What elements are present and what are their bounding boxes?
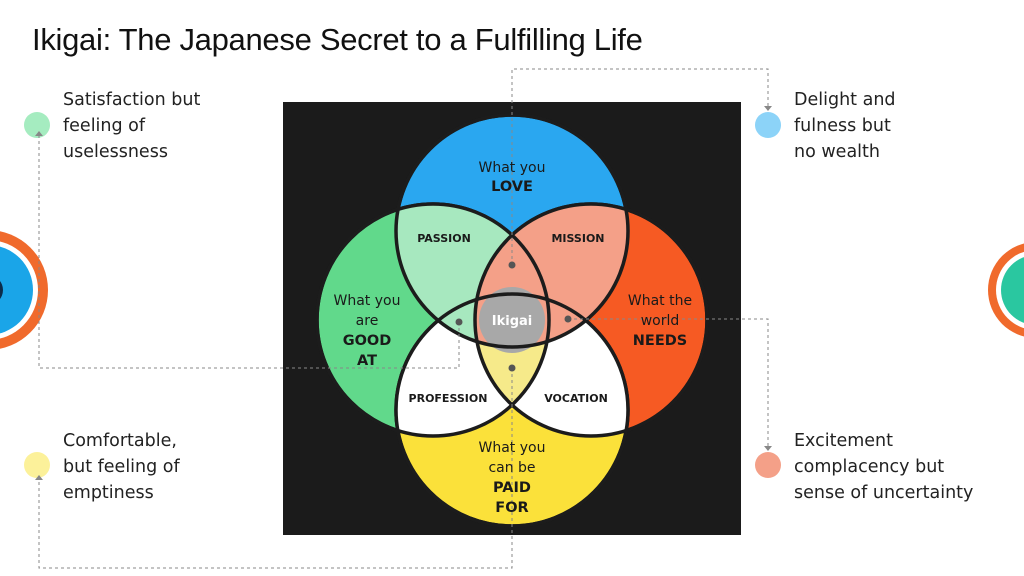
note-dot-bottom-right: [755, 452, 781, 478]
connector-top-left: [38, 136, 460, 369]
good-at-circle: [315, 202, 551, 438]
good-at-label-line3: GOOD: [343, 333, 392, 349]
marker-needs: [564, 315, 572, 323]
note-delight: Delight and fulness but no wealth: [794, 90, 896, 162]
paid-for-label-line3: PAID: [493, 480, 531, 496]
arrow-top-right: [764, 106, 772, 111]
note-satisfaction: Satisfaction but feeling of uselessness: [63, 90, 201, 162]
profession-label: PROFESSION: [409, 392, 488, 405]
marker-love: [508, 261, 516, 269]
good-at-label-line4: AT: [357, 353, 377, 369]
left-seal-badge: [0, 231, 48, 349]
triple-needs-region: [475, 204, 628, 347]
diagram-background: [283, 102, 741, 535]
note-comfortable: Comfortable, but feeling of emptiness: [63, 431, 180, 503]
needs-label-line3: NEEDS: [633, 333, 687, 349]
good-paid-lens: [396, 294, 628, 347]
passion-overlap: [396, 204, 549, 347]
good-at-label-line1: What you: [334, 293, 401, 309]
vocation-overlap: [475, 294, 628, 436]
connector-top-right: [511, 68, 769, 265]
mission-overlap: [475, 204, 628, 347]
note-excitement: Excitement complacency but sense of unce…: [794, 431, 974, 503]
ikigai-center: [479, 287, 545, 353]
page-title: Ikigai: The Japanese Secret to a Fulfill…: [32, 22, 643, 57]
paid-for-circle: [394, 292, 630, 528]
profession-overlap: [396, 294, 549, 436]
note-dot-top-right: [755, 112, 781, 138]
needs-label-line2: world: [641, 313, 680, 329]
paid-for-label-line2: can be: [488, 460, 535, 476]
needs-circle: [473, 202, 709, 438]
paid-for-label-line4: FOR: [495, 500, 528, 516]
marker-good: [455, 318, 463, 326]
right-seal-badge: [988, 243, 1024, 337]
passion-label: PASSION: [417, 232, 471, 245]
ikigai-label: Ikigai: [492, 314, 532, 329]
mission-label: MISSION: [551, 232, 604, 245]
triple-love-region: [396, 294, 628, 347]
love-circle: [394, 113, 630, 349]
love-label-line1: What you: [479, 160, 546, 176]
paid-for-label-line1: What you: [479, 440, 546, 456]
connector-bottom-right: [568, 318, 769, 446]
love-label-line2: LOVE: [491, 179, 533, 195]
good-at-label-line2: are: [356, 313, 379, 329]
triple-paid-region: [475, 204, 549, 436]
triple-good-region: [396, 204, 549, 347]
vocation-label: VOCATION: [544, 392, 608, 405]
love-needs-lens: [475, 204, 549, 436]
needs-label-line1: What the: [628, 293, 692, 309]
note-dot-top-left: [24, 112, 50, 138]
note-dot-bottom-left: [24, 452, 50, 478]
arrow-bottom-right: [764, 446, 772, 451]
marker-paid: [508, 364, 516, 372]
